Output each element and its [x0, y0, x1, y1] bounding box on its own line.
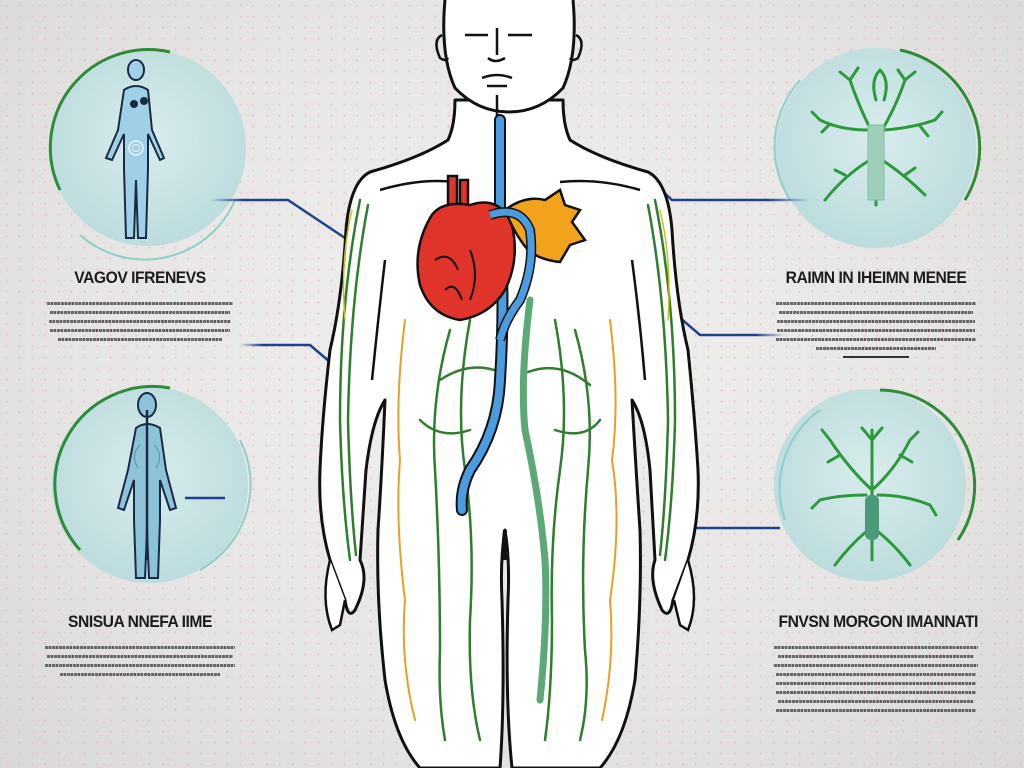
panel-top-right-heading: RAIMN IN IHEIMN MENEE [785, 268, 967, 287]
nerve-network [338, 198, 677, 742]
panel-top-right-text: RAIMN IN IHEIMN MENEE [770, 268, 982, 358]
nerve-tree-icon [810, 426, 938, 567]
heart-icon [416, 174, 588, 342]
panel-bottom-left-text: SNISUA NNEFA IIME [40, 612, 240, 676]
head-outline [442, 0, 576, 114]
panel-bottom-right-text: FNVSN MORGON IMANNATI [770, 612, 982, 712]
nerve-tree-brainstem-icon [810, 66, 944, 207]
human-body-figure [318, 0, 700, 768]
panel-top-left-heading: VAGOV IFRENEVS [74, 268, 206, 287]
female-body-icon [104, 59, 166, 239]
spine-body-back-icon [116, 392, 178, 579]
panel-bottom-right-heading: FNVSN MORGON IMANNATI [778, 612, 978, 631]
body-outline [318, 98, 700, 768]
panel-bottom-left-heading: SNISUA NNEFA IIME [68, 612, 212, 631]
panel-circle-bottom-right [774, 388, 977, 581]
panel-top-left-text: VAGOV IFRENEVS [40, 268, 240, 341]
